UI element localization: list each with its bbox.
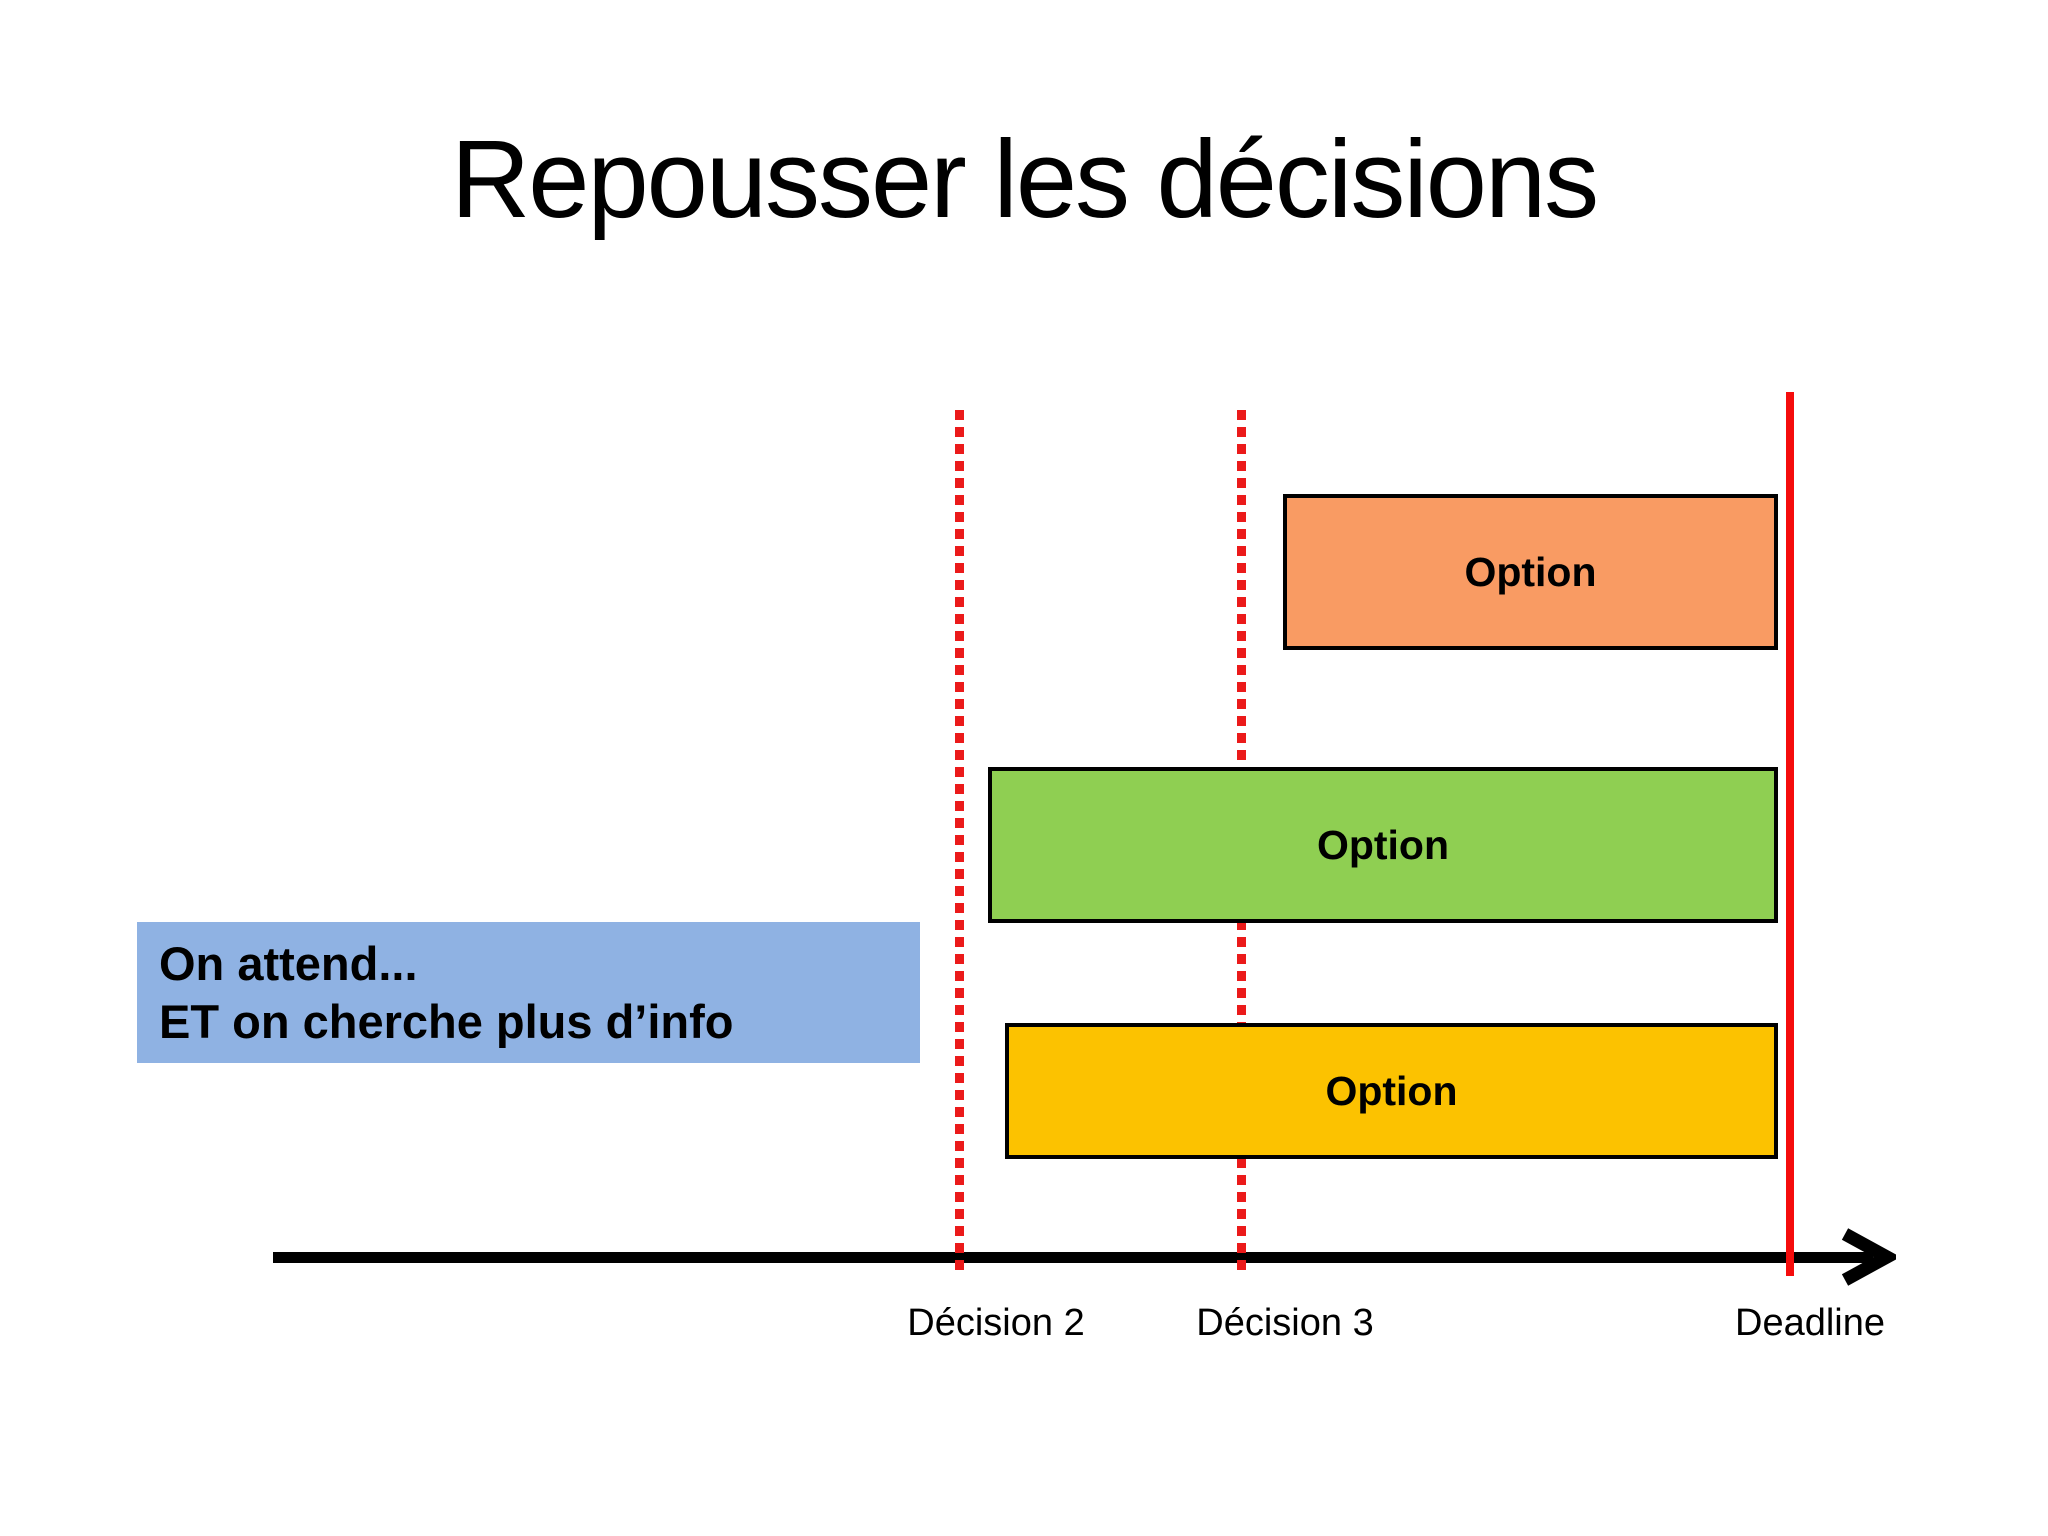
note-line-1: On attend...	[159, 936, 418, 990]
option-bar-green-label: Option	[1316, 821, 1450, 868]
axis-label-decision3: Décision 3	[1196, 1302, 1374, 1344]
option-bar-green: Option	[988, 767, 1778, 923]
decision2-dotted-line	[955, 410, 964, 1274]
timeline-axis	[273, 1252, 1873, 1263]
arrowhead-icon	[1841, 1228, 1896, 1286]
option-bar-yellow-label: Option	[1325, 1067, 1458, 1114]
axis-label-deadline: Deadline	[1735, 1302, 1885, 1344]
option-bar-orange: Option	[1283, 494, 1778, 650]
axis-label-decision2: Décision 2	[907, 1302, 1085, 1344]
deadline-line	[1786, 392, 1794, 1276]
note-box: On attend... ET on cherche plus d’info	[137, 922, 920, 1063]
slide-title: Repousser les décisions	[450, 118, 1599, 241]
note-line-2: ET on cherche plus d’info	[159, 994, 734, 1048]
option-bar-orange-label: Option	[1464, 548, 1597, 595]
option-bar-yellow: Option	[1005, 1023, 1778, 1159]
